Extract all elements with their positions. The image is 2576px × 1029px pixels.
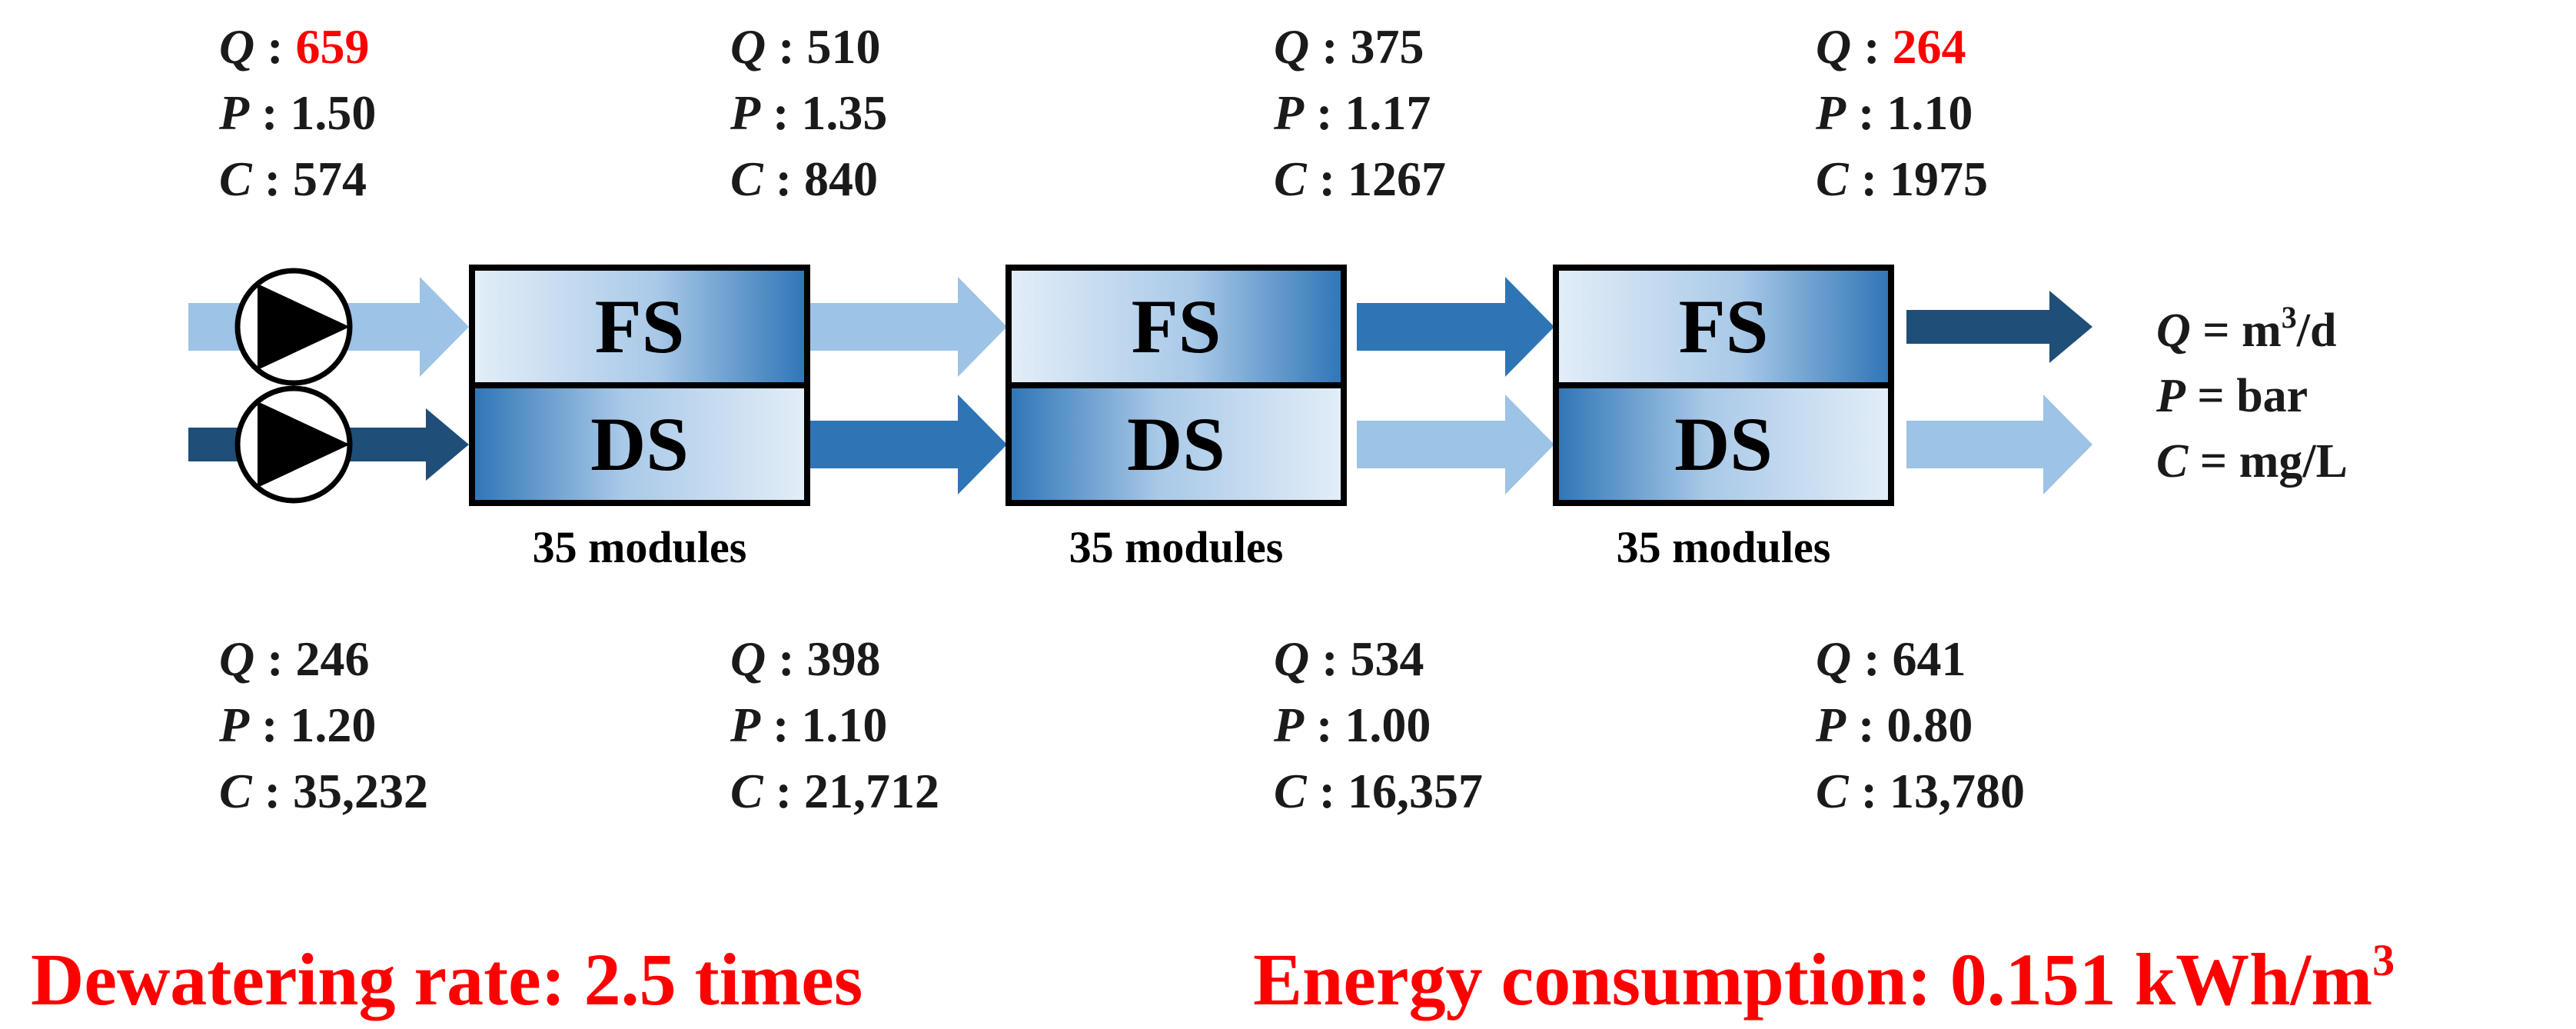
pumps xyxy=(234,268,353,504)
draw-side-box xyxy=(1005,382,1347,506)
stream-value: Q : 641 xyxy=(1816,631,1966,686)
feed-outlet-arrow xyxy=(1906,291,2092,363)
stream-value: Q : 375 xyxy=(1274,19,1424,74)
footer-summary: Dewatering rate: 2.5 times Energy consump… xyxy=(31,935,2395,1021)
feed-side-label: FS xyxy=(1679,284,1769,369)
stream-value: P : 1.00 xyxy=(1273,698,1431,752)
feed-side-box xyxy=(1553,265,1894,388)
draw-point-2: Q : 398 P : 1.10 C : 21,712 xyxy=(730,631,939,818)
feed-stream-labels: Q : 659 P : 1.50 C : 574 Q : 510 P : 1.35 C :… xyxy=(218,19,1988,206)
stream-value: C : 35,232 xyxy=(219,764,428,818)
pump-triangle xyxy=(258,284,350,370)
draw-side-label: DS xyxy=(1127,401,1225,487)
legend-entry: C = mg/L xyxy=(2156,435,2348,488)
stream-value: Q : 246 xyxy=(219,631,370,686)
draw-point-1: Q : 246 P : 1.20 C : 35,232 xyxy=(218,631,428,818)
stream-value: C : 840 xyxy=(730,152,878,206)
draw-point-4: Q : 641 P : 0.80 C : 13,780 xyxy=(1815,631,2025,818)
pump-triangle xyxy=(258,401,350,488)
draw-pump-icon xyxy=(234,385,353,504)
stream-value: Q : 510 xyxy=(730,19,881,74)
draw-arrow-2-3 xyxy=(1357,395,1554,495)
stage-3: FS DS 35 modules xyxy=(1553,265,1894,572)
feed-pump-icon xyxy=(234,268,353,386)
stream-value: Q : 534 xyxy=(1274,631,1424,686)
legend-entry: Q = m3/d xyxy=(2156,300,2336,357)
feed-arrow-1-2 xyxy=(809,277,1007,377)
stream-value: C : 16,357 xyxy=(1274,764,1483,818)
stream-value: Q : 264 xyxy=(1816,19,1966,74)
stages: FS DS 35 modules FS DS 35 modules FS DS 35 modul… xyxy=(469,265,1894,572)
module-count: 35 modules xyxy=(533,522,747,572)
draw-point-3: Q : 534 P : 1.00 C : 16,357 xyxy=(1273,631,1483,818)
stream-value: C : 13,780 xyxy=(1816,764,2025,818)
module-count: 35 modules xyxy=(1617,522,1831,572)
stream-value: C : 574 xyxy=(219,152,367,206)
units-legend: Q = m3/d P = bar C = mg/L xyxy=(2156,300,2348,488)
stage-2: FS DS 35 modules xyxy=(1005,265,1347,572)
stream-value: P : 1.20 xyxy=(218,698,376,752)
draw-outlet-arrow xyxy=(1906,395,2092,495)
draw-side-label: DS xyxy=(590,401,689,487)
feed-point-2: Q : 510 P : 1.35 C : 840 xyxy=(730,19,887,206)
stream-value: P : 1.10 xyxy=(730,698,887,752)
stream-value: P : 1.17 xyxy=(1273,85,1431,140)
draw-side-box xyxy=(1553,382,1894,506)
feed-side-label: FS xyxy=(595,284,685,369)
dewatering-rate: Dewatering rate: 2.5 times xyxy=(31,938,863,1021)
draw-stream-labels: Q : 246 P : 1.20 C : 35,232 Q : 398 P : 1.10… xyxy=(218,631,2025,818)
stream-value: P : 1.35 xyxy=(730,85,887,140)
feed-point-4: Q : 264 P : 1.10 C : 1975 xyxy=(1815,19,1988,206)
stream-value: P : 0.80 xyxy=(1815,698,1973,752)
stream-value: Q : 398 xyxy=(730,631,881,686)
feed-point-1: Q : 659 P : 1.50 C : 574 xyxy=(218,19,376,206)
stream-value: C : 1975 xyxy=(1816,152,1988,206)
legend-entry: P = bar xyxy=(2156,370,2308,422)
feed-side-label: FS xyxy=(1132,284,1222,369)
energy-consumption: Energy consumption: 0.151 kWh/m3 xyxy=(1253,935,2395,1021)
module-count: 35 modules xyxy=(1069,522,1284,572)
feed-point-3: Q : 375 P : 1.17 C : 1267 xyxy=(1273,19,1446,206)
feed-arrow-2-3 xyxy=(1357,277,1554,377)
draw-side-label: DS xyxy=(1674,401,1773,487)
stream-value: Q : 659 xyxy=(219,19,370,74)
stream-value: C : 1267 xyxy=(1274,152,1446,206)
stream-value: P : 1.10 xyxy=(1815,85,1973,140)
stream-value: P : 1.50 xyxy=(218,85,376,140)
feed-side-box xyxy=(469,265,810,388)
draw-side-box xyxy=(469,382,810,506)
stream-value: C : 21,712 xyxy=(730,764,939,818)
draw-arrow-1-2 xyxy=(809,395,1007,495)
stage-1: FS DS 35 modules xyxy=(469,265,810,572)
